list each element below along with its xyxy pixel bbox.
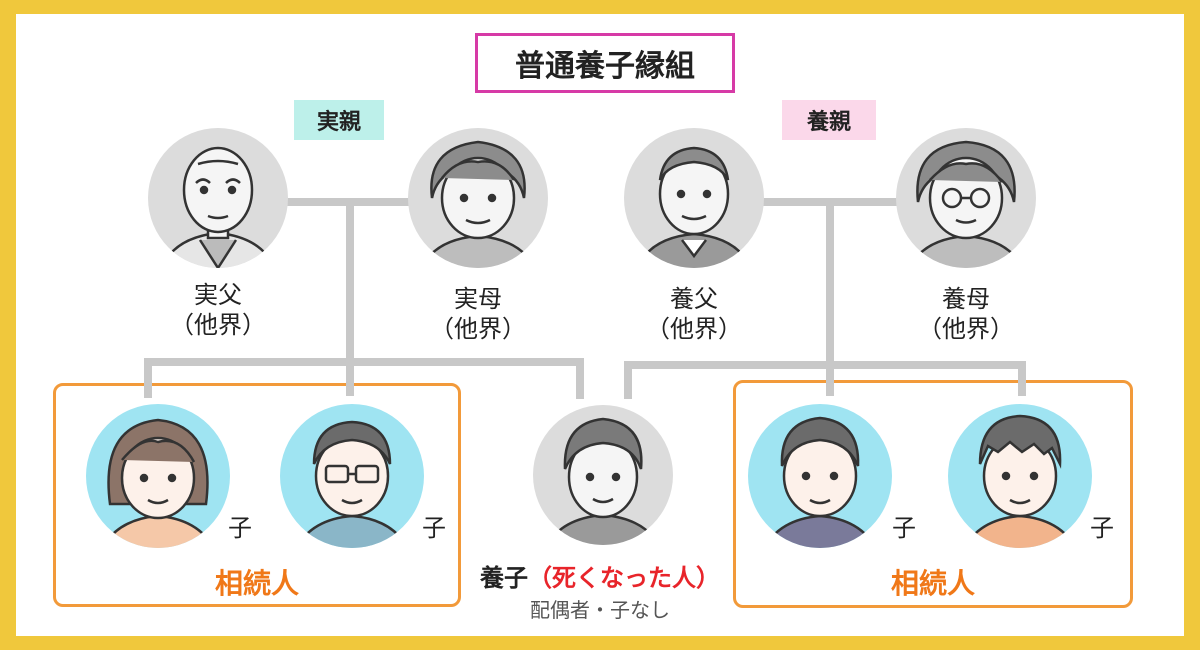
child-label-3: 子 (892, 514, 916, 542)
real-mother-relation: 実母 (454, 285, 502, 313)
adoptive-mother-label: 養母 （他界） (896, 284, 1036, 344)
child-label-1: 子 (228, 514, 252, 542)
real-father-status: （他界） (170, 311, 266, 339)
heir-label-right: 相続人 (890, 567, 975, 600)
real-parents-badge: 実親 (294, 100, 384, 140)
child-label-2: 子 (422, 514, 446, 542)
adoptee-label: 養子（死くなった人） (470, 558, 730, 593)
adoptee-note: 配偶者・子なし (530, 598, 670, 622)
adoptee-avatar (533, 405, 673, 545)
adoptive-mother-avatar (896, 128, 1036, 268)
real-father-relation: 実父 (194, 281, 242, 309)
real-mother-status: （他界） (430, 315, 526, 343)
adoptive-parents-badge: 養親 (782, 100, 876, 140)
heir-child-2-avatar (280, 404, 424, 548)
real-father-avatar (148, 128, 288, 268)
heir-child-3-avatar (748, 404, 892, 548)
adoptive-mother-status: （他界） (918, 315, 1014, 343)
real-father-label: 実父 （他界） (148, 280, 288, 340)
real-mother-avatar (408, 128, 548, 268)
adoptee-name: 養子 (480, 564, 528, 592)
adoptive-father-relation: 養父 (670, 285, 718, 313)
heir-group-left (53, 383, 461, 607)
heir-child-4-avatar (948, 404, 1092, 548)
heir-label-left: 相続人 (214, 567, 299, 600)
heir-child-1-avatar (86, 404, 230, 548)
page-title: 普通養子縁組 (475, 33, 735, 93)
heir-group-right (733, 380, 1133, 608)
child-label-4: 子 (1090, 514, 1114, 542)
adoptive-mother-relation: 養母 (942, 285, 990, 313)
adoptive-father-label: 養父 （他界） (624, 284, 764, 344)
adoptive-father-avatar (624, 128, 764, 268)
adoptee-status: （死くなった人） (528, 564, 720, 592)
real-mother-label: 実母 （他界） (408, 284, 548, 344)
adoptive-father-status: （他界） (646, 315, 742, 343)
